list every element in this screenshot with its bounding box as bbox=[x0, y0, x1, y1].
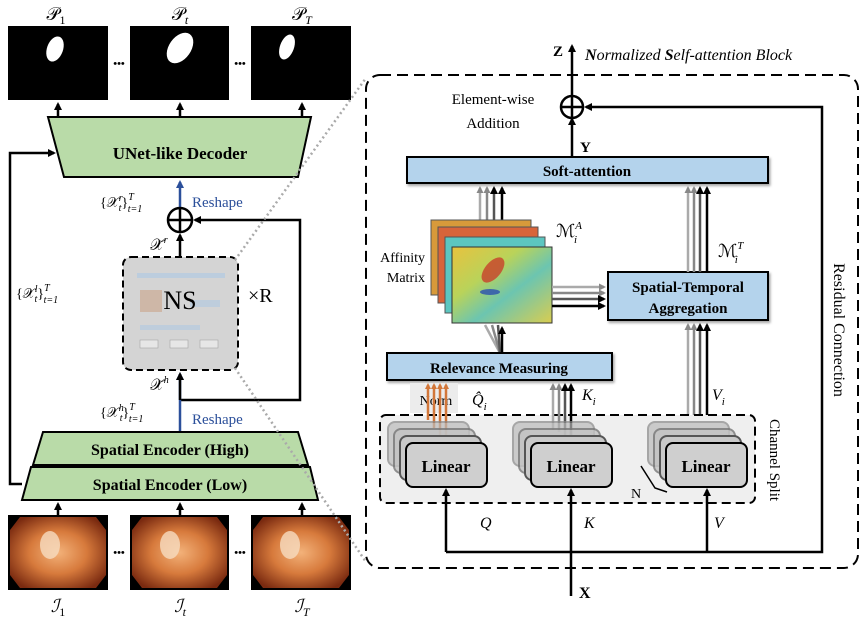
input-frame-t bbox=[130, 515, 229, 590]
y-label: Y bbox=[580, 140, 591, 156]
aggregation-to-softattention-arrows bbox=[684, 186, 711, 272]
encoder-high-label: Spatial Encoder (High) bbox=[91, 442, 249, 459]
xr-tilde-label: 𝒳̃r bbox=[150, 235, 168, 254]
encoder-low-label: Spatial Encoder (Low) bbox=[93, 477, 247, 494]
x-label: X bbox=[579, 585, 591, 602]
input-label-1: ℐ1 bbox=[51, 596, 65, 619]
ki-label: Ki bbox=[581, 387, 596, 408]
ellipsis: ••• bbox=[234, 547, 246, 559]
soft-attention-label: Soft-attention bbox=[543, 164, 632, 180]
vi-label: Vi bbox=[712, 387, 725, 408]
output-mask-T bbox=[251, 26, 351, 100]
linear-stack-v bbox=[647, 421, 748, 488]
ellipsis: ••• bbox=[234, 58, 246, 70]
affinity-label-2: Matrix bbox=[387, 271, 425, 286]
input-arrows bbox=[54, 502, 306, 515]
ellipsis: ••• bbox=[113, 58, 125, 70]
soft-attention-box bbox=[406, 156, 769, 184]
input-label-t: ℐt bbox=[174, 596, 186, 619]
ns-label: NS bbox=[163, 286, 196, 315]
residual-connection-arrow bbox=[571, 103, 824, 554]
aggregation-label-1: Spatial-Temporal bbox=[632, 280, 744, 296]
affinity-label-1: Affinity bbox=[380, 251, 425, 266]
aggregation-label-2: Aggregation bbox=[649, 301, 729, 317]
spatial-encoder-low bbox=[20, 466, 320, 501]
reshape-label-lower: Reshape bbox=[192, 412, 243, 428]
addition-icon bbox=[166, 206, 194, 234]
relevance-measuring-box bbox=[386, 352, 613, 381]
relevance-label: Relevance Measuring bbox=[430, 361, 568, 377]
zoom-connector-lines bbox=[233, 77, 368, 563]
q-label: Q bbox=[480, 515, 492, 532]
linear-label-k: Linear bbox=[546, 457, 596, 476]
block-title: Normalized Self-attention Block bbox=[584, 47, 793, 64]
output-label-t: 𝒫t bbox=[172, 4, 189, 27]
recurrent-loop-arrow bbox=[180, 216, 302, 402]
linear-stack-q bbox=[387, 421, 488, 488]
channel-split-label: Channel Split bbox=[766, 419, 782, 502]
linear-stack-k bbox=[512, 421, 613, 488]
reshape-label-upper: Reshape bbox=[192, 195, 243, 211]
relevance-to-affinity-arrows bbox=[483, 324, 506, 354]
decoder-label: UNet-like Decoder bbox=[113, 144, 248, 163]
qi-label: Q̂i bbox=[472, 390, 487, 413]
addition-label-1: Element-wise bbox=[452, 92, 535, 108]
ns-block bbox=[122, 256, 239, 371]
linear-label-q: Linear bbox=[421, 457, 471, 476]
norm-label: Norm bbox=[420, 394, 453, 409]
v-label: V bbox=[714, 515, 726, 532]
linear-label-v: Linear bbox=[681, 457, 731, 476]
output-label-T: 𝒫T bbox=[292, 4, 313, 27]
z-label: Z bbox=[553, 44, 563, 60]
repeat-label: ×R bbox=[248, 285, 273, 307]
n-label: N bbox=[631, 487, 641, 502]
normalized-self-attention-block bbox=[365, 74, 859, 569]
input-frame-T bbox=[251, 515, 351, 590]
input-label-T: ℐT bbox=[294, 596, 310, 619]
element-wise-addition-icon bbox=[559, 94, 585, 120]
low-level-skip-arrow bbox=[8, 149, 56, 486]
spatial-encoder-high bbox=[31, 431, 310, 466]
affinity-matrix-stack bbox=[430, 219, 553, 324]
decoder-output-arrows bbox=[54, 102, 306, 117]
output-mask-t bbox=[130, 26, 229, 100]
addition-label-2: Addition bbox=[466, 116, 520, 132]
affinity-to-aggregation-arrows bbox=[552, 283, 606, 310]
residual-label: Residual Connection bbox=[830, 263, 847, 397]
unet-decoder bbox=[46, 116, 313, 178]
output-mask-1 bbox=[8, 26, 108, 100]
input-frame-1 bbox=[8, 515, 108, 590]
k-label: K bbox=[583, 515, 596, 532]
n-brace bbox=[640, 465, 668, 493]
xh-tilde-label: 𝒳̃h bbox=[150, 375, 169, 394]
ellipsis: ••• bbox=[113, 547, 125, 559]
output-label-1: 𝒫1 bbox=[47, 4, 66, 27]
